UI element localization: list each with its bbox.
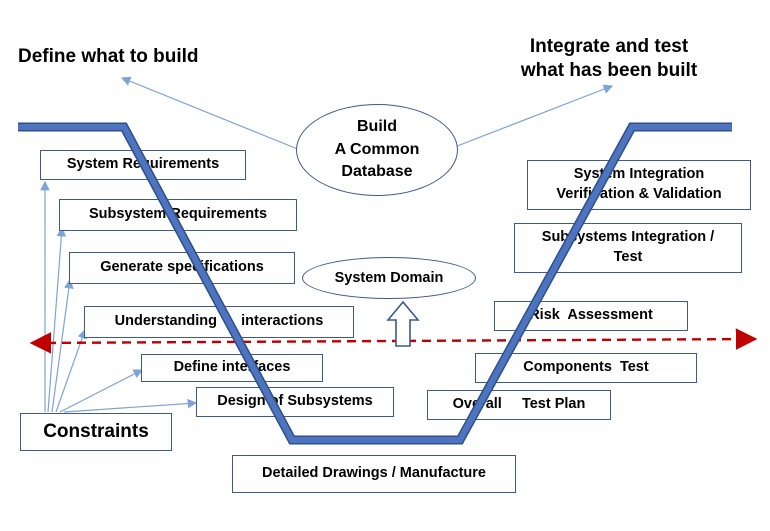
build-line3: Database — [341, 163, 413, 181]
dashed-divider-arrow — [29, 328, 758, 354]
subsystems-integration-box: Subsystems Integration / Test — [514, 223, 742, 273]
integrate-heading: Integrate and test what has been built — [498, 35, 720, 83]
integrate-heading-line2: what has been built — [520, 59, 698, 81]
detailed-drawings-box: Detailed Drawings / Manufacture — [232, 455, 516, 493]
components-test-label: Components Test — [523, 359, 649, 376]
define-heading-text: Define what to build — [18, 46, 199, 67]
constraints-box: Constraints — [20, 413, 172, 451]
v-outline — [18, 122, 732, 445]
build-line2: A Common — [334, 140, 420, 158]
constraint-arrow-6 — [63, 398, 198, 413]
constraint-arrow-5 — [59, 369, 144, 413]
build-database-ellipse: Build A Common Database — [296, 104, 458, 196]
define-interfaces-label: Define interfaces — [173, 359, 291, 376]
build-line1: Build — [357, 118, 397, 136]
arrow-to-integrate — [451, 84, 614, 149]
subsystems-integration-line2: Test — [613, 249, 643, 265]
understanding-interactions-label: Understanding interactions — [114, 313, 324, 330]
generate-specifications-box: Generate specifications — [69, 252, 295, 284]
subsystem-requirements-label: Subsystem Requirements — [88, 206, 268, 223]
up-arrow — [386, 300, 420, 347]
detailed-drawings-label: Detailed Drawings / Manufacture — [262, 465, 486, 482]
system-domain-ellipse: System Domain — [302, 257, 476, 299]
integrate-heading-line1: Integrate and test — [529, 36, 689, 57]
constraints-label: Constraints — [43, 421, 149, 443]
design-subsystems-box: Design of Subsystems — [196, 387, 394, 417]
design-subsystems-label: Design of Subsystems — [217, 393, 373, 410]
v-line — [18, 124, 732, 443]
risk-assessment-label: Risk Assessment — [529, 307, 653, 324]
components-test-box: Components Test — [475, 353, 697, 383]
arrow-to-define — [120, 76, 301, 151]
subsystems-integration-line1: Subsystems Integration / — [541, 229, 715, 246]
system-domain-label: System Domain — [334, 270, 444, 286]
define-heading: Define what to build — [18, 45, 232, 69]
define-interfaces-box: Define interfaces — [141, 354, 323, 382]
constraint-arrow-2 — [47, 226, 67, 413]
generate-specifications-label: Generate specifications — [100, 259, 264, 276]
overall-test-plan-box: Overall Test Plan — [427, 390, 611, 420]
